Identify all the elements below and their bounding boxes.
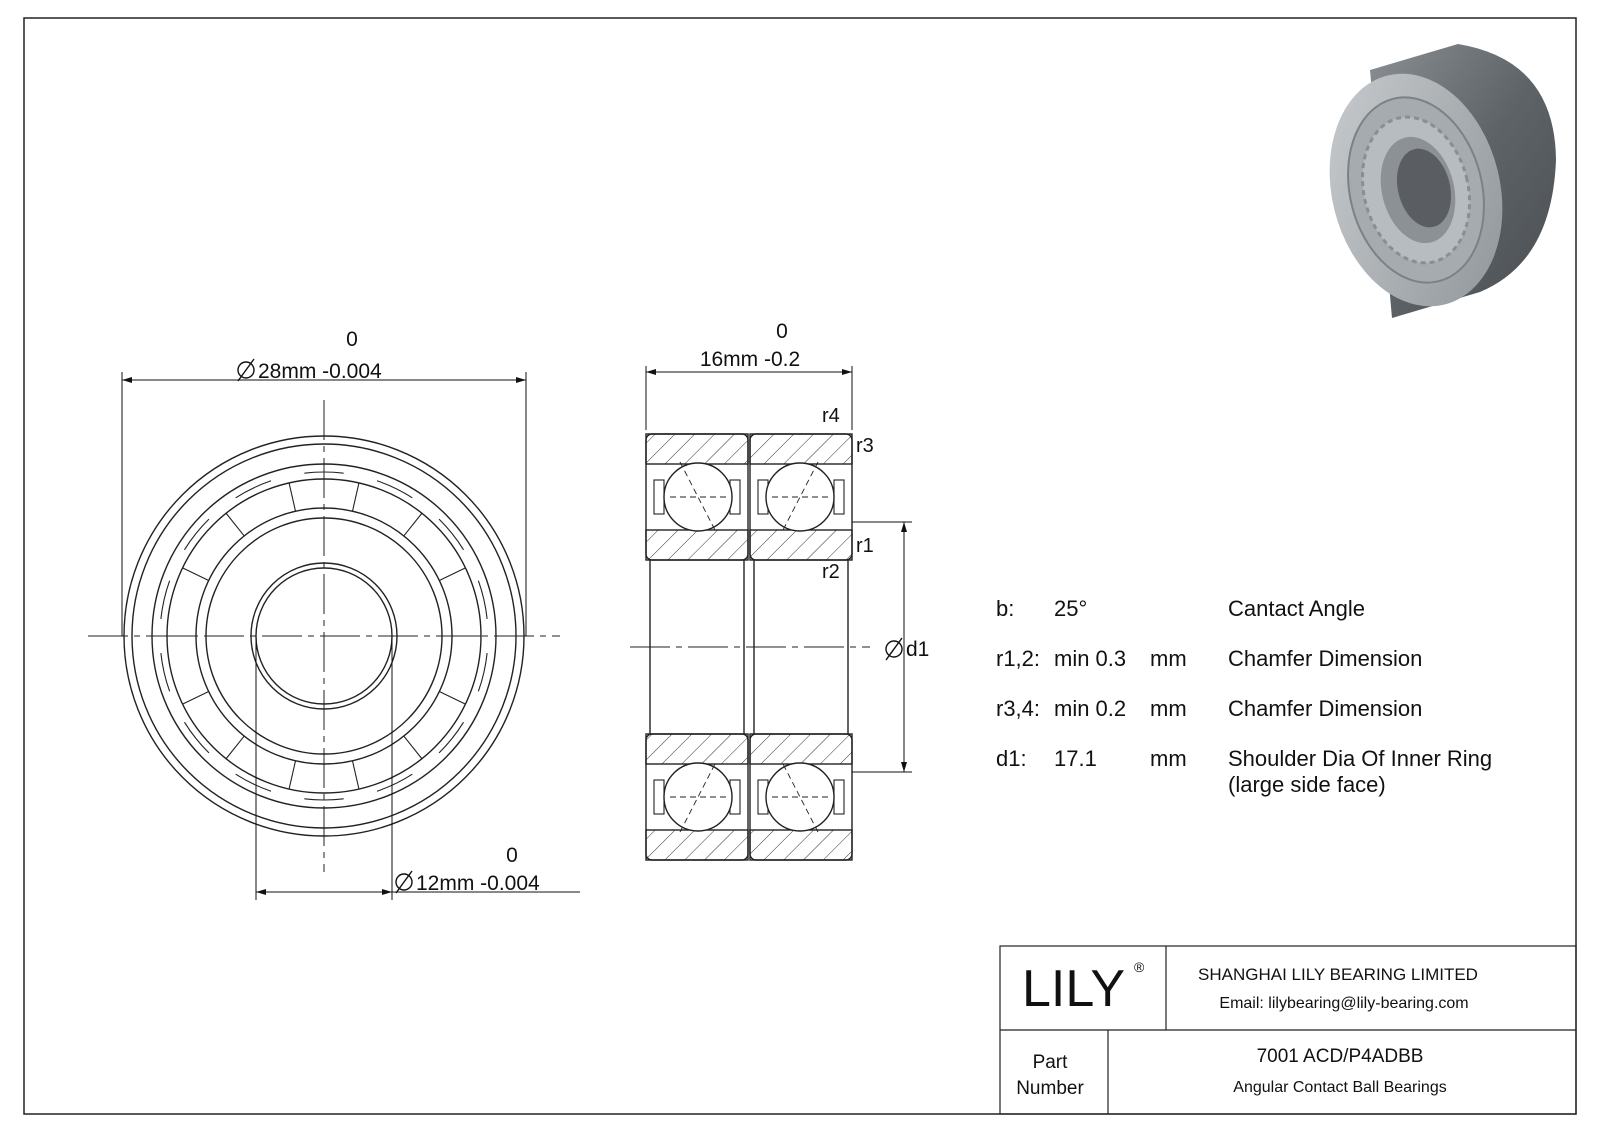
cage-bar <box>225 735 245 760</box>
cage-bar <box>182 567 209 581</box>
r4-label: r4 <box>822 405 840 427</box>
cage-pocket-arc <box>376 773 413 792</box>
inner-ring-bore-chamfer <box>250 562 398 710</box>
r3-label: r3 <box>856 435 874 457</box>
cage-bar <box>403 512 423 537</box>
inner-dia-tolerance: 0 <box>506 844 518 867</box>
cage-pocket-arc <box>304 471 344 474</box>
spec-value: min 0.3 <box>1054 646 1126 671</box>
part-type: Angular Contact Ball Bearings <box>1233 1079 1446 1096</box>
cage-bar <box>351 760 360 790</box>
outer-ring-edge <box>123 435 525 837</box>
cage-pocket-arc <box>304 798 344 801</box>
cage-bar <box>288 482 297 512</box>
cage-bar <box>225 512 245 537</box>
logo: LILY <box>1022 960 1125 1018</box>
spec-unit: mm <box>1150 646 1187 671</box>
ball <box>663 462 733 532</box>
cage-bar <box>288 760 297 790</box>
d1-label: d1 <box>906 638 929 661</box>
width-tolerance: 0 <box>776 320 788 343</box>
spec-key: r3,4: <box>996 696 1040 721</box>
cage-pocket-arc <box>438 721 465 754</box>
spec-desc: Chamfer Dimension <box>1228 696 1422 721</box>
r2-label: r2 <box>822 561 840 583</box>
spec-desc: Cantact Angle <box>1228 596 1365 621</box>
spec-desc2: (large side face) <box>1228 772 1386 797</box>
cage-pocket-arc <box>160 653 171 692</box>
spec-unit: mm <box>1150 746 1187 771</box>
front-dimensions <box>121 372 580 900</box>
side-view <box>630 433 870 861</box>
spec-desc: Shoulder Dia Of Inner Ring <box>1228 746 1492 771</box>
ball <box>663 762 733 832</box>
spec-value: min 0.2 <box>1054 696 1126 721</box>
width-label: 16mm -0.2 <box>700 348 800 371</box>
ball <box>765 762 835 832</box>
outer-ring-bore <box>151 463 497 809</box>
spec-unit: mm <box>1150 696 1187 721</box>
cage-bar <box>439 691 466 705</box>
part-number: 7001 ACD/P4ADBB <box>1257 1046 1424 1067</box>
cage-bar <box>182 691 209 705</box>
cage-pocket-arc <box>183 721 210 754</box>
registered-mark: ® <box>1134 959 1145 975</box>
cage-pocket-arc <box>438 518 465 551</box>
cage-bar <box>403 735 423 760</box>
diameter-icon <box>885 637 903 661</box>
cage-pocket-arc <box>376 480 413 499</box>
spec-key: d1: <box>996 746 1027 771</box>
bearing-3d-render <box>1329 44 1556 318</box>
spec-value: 17.1 <box>1054 746 1097 771</box>
diameter-icon <box>237 358 255 382</box>
cage-pocket-arc <box>160 580 171 619</box>
drawing-border <box>23 17 1577 1115</box>
cage-pocket-arc <box>235 773 272 792</box>
spec-value: 25° <box>1054 596 1087 621</box>
spec-key: r1,2: <box>996 646 1040 671</box>
cage-bar <box>351 482 360 512</box>
spec-key: b: <box>996 596 1014 621</box>
r1-label: r1 <box>856 535 874 557</box>
part-label-line2: Number <box>1016 1078 1084 1099</box>
cage-pocket-arc <box>477 580 488 619</box>
inner-dia-label: 12mm -0.004 <box>416 872 540 895</box>
title-block <box>999 945 1577 1115</box>
cage-bar <box>439 567 466 581</box>
outer-ring-chamfer <box>131 443 517 829</box>
spec-desc: Chamfer Dimension <box>1228 646 1422 671</box>
ball <box>765 462 835 532</box>
company-name: SHANGHAI LILY BEARING LIMITED <box>1198 965 1478 984</box>
company-email: Email: lilybearing@lily-bearing.com <box>1219 995 1468 1012</box>
cage-pockets <box>160 471 488 801</box>
side-dimensions <box>645 366 912 773</box>
inner-ring-outer <box>205 517 443 755</box>
diameter-icon <box>395 870 413 894</box>
front-view <box>88 400 560 872</box>
outer-dia-label: 28mm -0.004 <box>258 360 382 383</box>
cage-pocket-arc <box>477 653 488 692</box>
cage-pocket-arc <box>183 518 210 551</box>
cage-pocket-arc <box>235 480 272 499</box>
outer-dia-tolerance: 0 <box>346 328 358 351</box>
part-label-line1: Part <box>1033 1052 1069 1073</box>
